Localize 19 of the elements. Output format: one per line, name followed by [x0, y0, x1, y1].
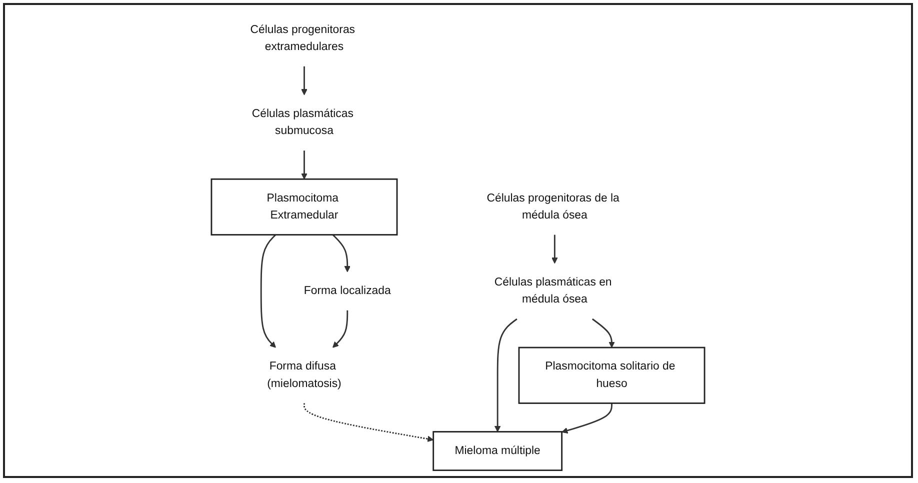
arrow	[592, 318, 615, 348]
arrow	[332, 310, 348, 348]
node-box: Plasmocitoma Extramedular	[210, 178, 398, 236]
arrow	[562, 403, 612, 434]
node-text: Forma difusa (mielomatosis)	[267, 360, 342, 390]
node-box: Mieloma múltiple	[432, 431, 563, 471]
node-box: Plasmocitoma solitario de hueso	[518, 346, 706, 404]
node-text: Forma localizada	[304, 284, 391, 297]
arrow	[304, 403, 434, 442]
arrow	[301, 66, 308, 96]
arrow	[332, 234, 351, 272]
arrow	[260, 234, 276, 348]
node-text: Células progenitoras de la médula ósea	[486, 192, 620, 222]
node-text: Células plasmáticas en médula ósea	[494, 276, 612, 306]
arrow	[552, 234, 558, 264]
arrow	[301, 150, 308, 180]
arrow	[494, 318, 518, 432]
node-text: Células plasmáticas submucosa	[252, 108, 354, 138]
node-text: Células progenitoras extramedulares	[250, 24, 356, 53]
